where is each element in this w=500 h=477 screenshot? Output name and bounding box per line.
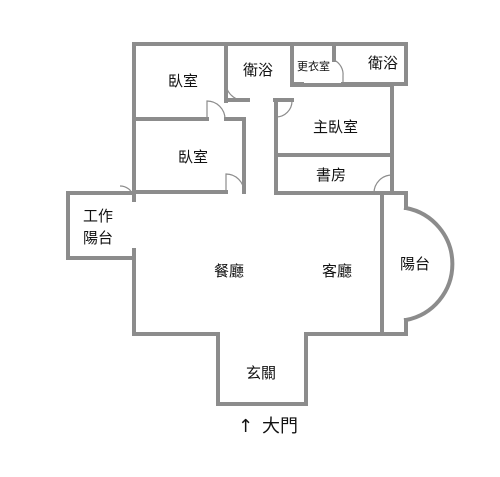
- label-balcony: 陽台: [400, 255, 430, 273]
- door-work-balcony: [119, 185, 135, 201]
- door-study: [373, 174, 393, 194]
- label-foyer: 玄關: [246, 364, 276, 382]
- door-bedroom-top: [206, 100, 226, 120]
- doors: [119, 59, 393, 201]
- label-living: 客廳: [322, 262, 352, 280]
- wall-balcony-arc: [403, 205, 455, 323]
- entrance: ↑ 大門: [238, 416, 298, 437]
- label-bedroom-top: 臥室: [168, 72, 198, 90]
- door-closet: [333, 59, 344, 84]
- walls: [66, 42, 455, 406]
- wall-bath-left: [224, 42, 294, 102]
- label-closet: 更衣室: [297, 59, 330, 73]
- label-bath-right: 衛浴: [368, 54, 398, 72]
- room-labels: 臥室 衛浴 更衣室 衛浴 主臥室 臥室 書房 工作 陽台 餐廳 客廳 陽台 玄關: [83, 54, 430, 382]
- door-bath-left: [225, 83, 249, 102]
- wall-master-bedroom: [274, 83, 394, 195]
- label-work-balcony-1: 工作: [83, 207, 113, 225]
- label-bedroom-mid: 臥室: [178, 148, 208, 166]
- label-study: 書房: [316, 166, 346, 184]
- label-master-bedroom: 主臥室: [313, 118, 358, 136]
- wall-bedroom-top: [132, 42, 228, 119]
- wall-closet-bath-right: [290, 42, 408, 86]
- wall-balcony: [380, 191, 408, 336]
- door-bedroom-mid: [225, 173, 245, 193]
- label-dining: 餐廳: [214, 262, 244, 280]
- door-master: [275, 100, 293, 118]
- entrance-label: 大門: [262, 416, 298, 437]
- label-bath-left: 衛浴: [243, 61, 273, 79]
- entrance-arrow-icon: ↑: [238, 416, 253, 437]
- label-work-balcony-2: 陽台: [83, 229, 113, 247]
- wall-work-balcony: [66, 191, 136, 260]
